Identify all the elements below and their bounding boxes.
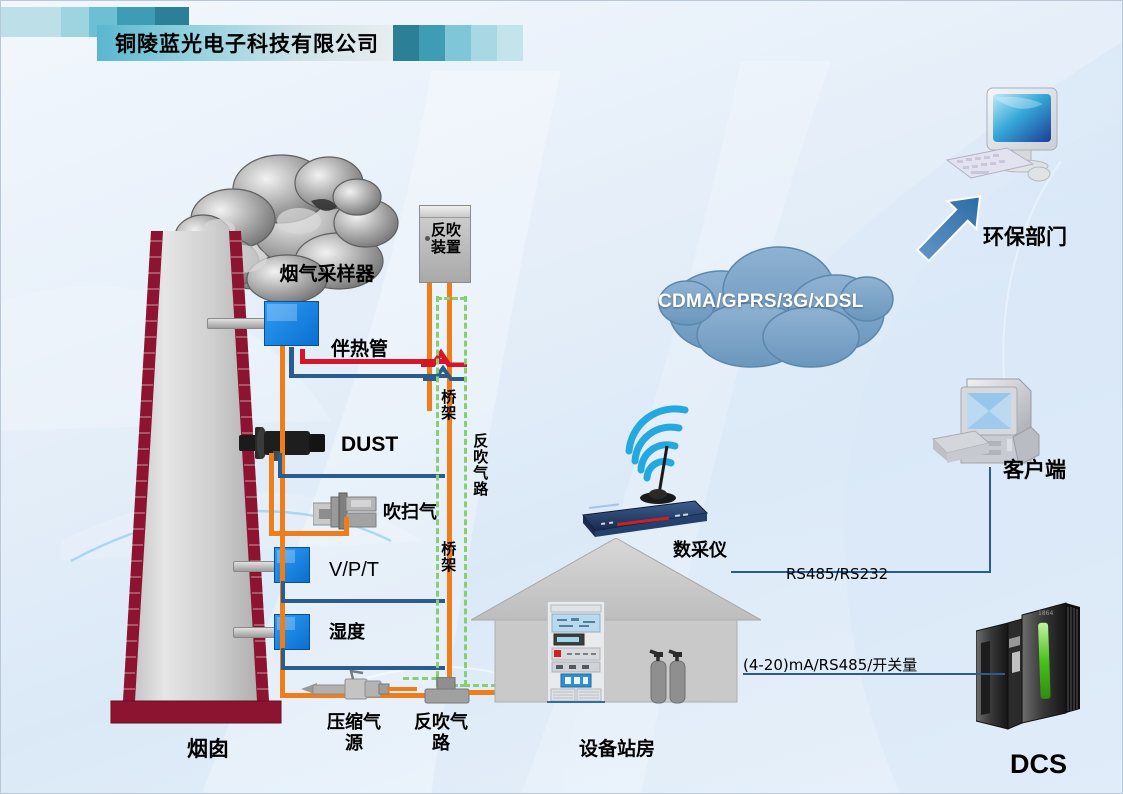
purge-gas-label: 吹扫气	[383, 502, 437, 523]
dust-label: DUST	[341, 433, 399, 456]
epa-computer[interactable]	[941, 86, 1071, 211]
signal-humidity-run	[281, 666, 445, 670]
cable-tray-to-house	[464, 684, 506, 687]
client-label: 客户端	[1003, 458, 1066, 482]
header-block-5	[497, 25, 523, 61]
company-name-plate: 铜陵蓝光电子科技有限公司	[97, 25, 393, 61]
chimney-label: 烟囱	[187, 737, 229, 761]
link-420ma-horizontal	[743, 673, 1005, 675]
link-420ma-label: (4-20)mA/RS485/开关量	[743, 656, 918, 674]
pipe-orange-bf-left	[427, 283, 432, 411]
backflush-line-label: 反吹气路	[414, 712, 468, 754]
cable-tray-left	[436, 296, 439, 686]
analyzer-cabinet[interactable]	[547, 601, 605, 703]
pipe-orange-to-house	[469, 690, 514, 695]
header-block-4	[471, 25, 497, 61]
cloud-label: CDMA/GPRS/3G/xDSL	[658, 291, 864, 312]
backflush-manifold	[424, 677, 470, 704]
purge-gas-pump	[313, 492, 377, 530]
data-logger-label: 数采仪	[673, 540, 727, 561]
header-block-2	[419, 25, 445, 61]
flue-gas-sampler[interactable]	[264, 301, 319, 346]
compressed-air-label: 压缩气源	[327, 712, 381, 754]
company-name: 铜陵蓝光电子科技有限公司	[115, 32, 379, 56]
uplink-arrow-icon	[915, 195, 982, 263]
pipe-orange-pump-riser	[344, 517, 349, 536]
pipe-red-riser	[300, 349, 305, 361]
signal-sampler-riser	[289, 347, 294, 377]
signal-blue-bend	[423, 364, 467, 381]
backflush-device[interactable]	[419, 205, 471, 283]
cable-tray-air-branch	[403, 677, 447, 680]
link-rs485-horizontal	[731, 571, 991, 573]
pipe-orange-sampler-down	[280, 346, 285, 696]
station-house-label: 设备站房	[579, 738, 656, 760]
link-rs485-label: RS485/RS232	[786, 565, 889, 583]
signal-dust-run	[278, 474, 445, 478]
dust-sensor	[239, 427, 325, 461]
link-rs485-vertical	[989, 467, 991, 573]
pipe-orange-bf-center	[447, 283, 452, 693]
signal-dust-riser	[278, 453, 282, 477]
signal-vpt-run	[281, 599, 445, 603]
dcs-label: DCS	[1010, 749, 1068, 779]
data-logger[interactable]	[579, 493, 709, 541]
pipe-orange-to-pump	[269, 531, 349, 536]
epa-label: 环保部门	[983, 225, 1067, 249]
pipe-red-bend	[421, 348, 467, 367]
signal-sampler-run	[289, 374, 449, 378]
signal-humidity-riser	[281, 648, 285, 670]
backflush-knob-icon	[425, 236, 430, 241]
client-computer[interactable]	[931, 377, 1051, 477]
dcs-servers[interactable]: 1864	[976, 601, 1086, 741]
backflush-line-label-vertical: 反吹气路	[471, 433, 490, 497]
header-block-3	[445, 25, 471, 61]
backflush-device-label: 反吹装置	[430, 221, 461, 256]
signal-vpt-riser	[281, 581, 285, 603]
compressed-air-source	[301, 669, 417, 700]
wireless-signal-icon	[625, 405, 689, 504]
gas-cylinders	[649, 649, 686, 704]
header-block-1	[393, 25, 419, 61]
cable-tray-right	[464, 296, 467, 686]
svg-text:1864: 1864	[1038, 610, 1053, 617]
sampler-label: 烟气采样器	[279, 263, 375, 285]
backflush-device-top	[420, 206, 470, 218]
heat-traced-tube-label: 伴热管	[331, 338, 389, 360]
pipe-orange-dust-down	[269, 453, 274, 535]
vpt-label: V/P/T	[329, 559, 380, 581]
header-title-bar: 铜陵蓝光电子科技有限公司	[97, 25, 523, 61]
network-cloud	[658, 246, 894, 368]
pipe-red-run	[300, 359, 448, 364]
station-house	[471, 538, 761, 703]
cable-tray-top	[436, 297, 466, 300]
cable-tray-label-bottom: 桥架	[439, 541, 458, 573]
humidity-label: 湿度	[329, 622, 365, 643]
chimney-stack	[110, 231, 282, 724]
cable-tray-label-top: 桥架	[439, 389, 458, 421]
